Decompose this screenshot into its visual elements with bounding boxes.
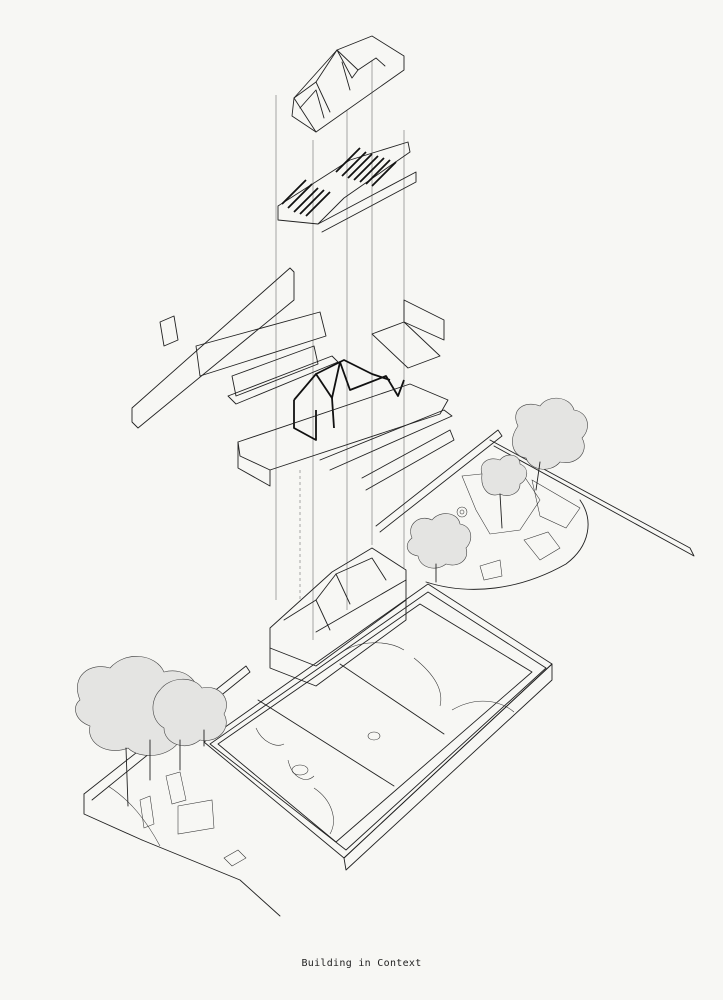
tree-central — [406, 454, 528, 583]
tree-east — [512, 397, 588, 491]
sports-court — [203, 583, 553, 871]
drawing-caption: Building in Context — [301, 958, 422, 969]
rafter-layer — [277, 141, 417, 233]
projection-lines — [275, 60, 405, 640]
site-building — [269, 547, 407, 687]
roof-layer — [291, 35, 405, 133]
tree-cluster-west — [75, 656, 227, 807]
frame-layer — [131, 267, 455, 491]
